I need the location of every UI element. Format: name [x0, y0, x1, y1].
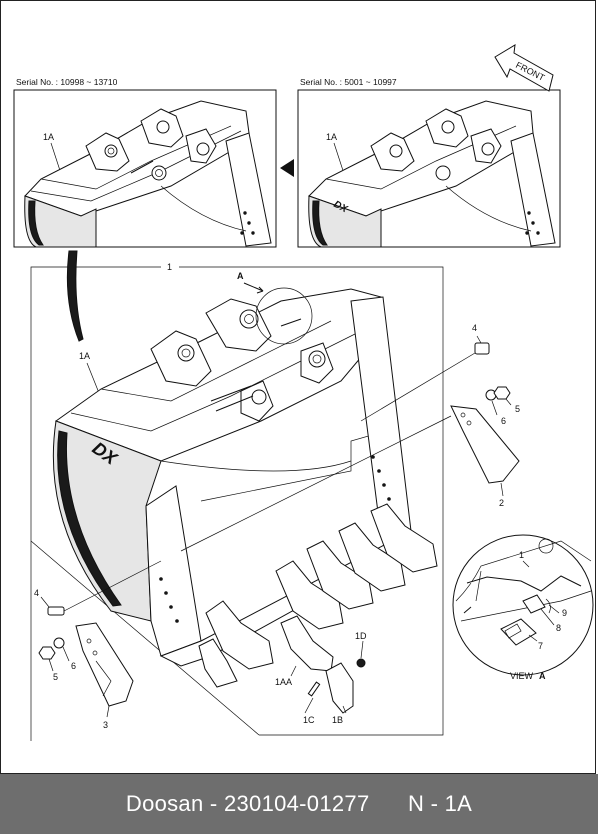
- view-a-callout-1: 1: [519, 550, 524, 560]
- callout-1aa: 1AA: [275, 677, 292, 687]
- view-a-letter: A: [539, 671, 546, 681]
- view-a-title: VIEW: [510, 671, 534, 681]
- view-a-callout-8: 8: [556, 623, 561, 633]
- view-a-item-7: [500, 618, 537, 646]
- serial-left-label: Serial No. : 10998 ~ 13710: [16, 77, 118, 87]
- tooth-point-1b: [325, 662, 354, 714]
- callout-nut-right: 5: [515, 404, 520, 414]
- callout-side-cutter-right: 2: [499, 498, 504, 508]
- callout-1b: 1B: [332, 715, 343, 725]
- callout-washer-right: 6: [501, 416, 506, 426]
- side-cutter-left: [75, 622, 134, 707]
- view-a-callout-9: 9: [562, 608, 567, 618]
- view-a-callout-7: 7: [538, 641, 543, 651]
- bucket-callout-1a: 1A: [79, 351, 90, 361]
- view-marker-a: A: [237, 271, 244, 281]
- footer-part-number: 230104-01277: [223, 791, 370, 816]
- serial-panel-right: Serial No. : 5001 ~ 10997 1A DX: [297, 77, 561, 248]
- side-cutter-right: [450, 405, 520, 484]
- nut-right: [493, 386, 511, 400]
- serial-right-label: Serial No. : 5001 ~ 10997: [300, 77, 397, 87]
- callout-left-1a: 1A: [43, 132, 54, 142]
- lock-1d: [356, 658, 366, 668]
- callout-nut-left: 5: [53, 672, 58, 682]
- callout-right-1a: 1A: [326, 132, 337, 142]
- footer-brand: Doosan: [125, 791, 204, 816]
- footer-part-bar: Doosan - 230104-01277 N - 1A: [0, 774, 598, 834]
- footer-code: N - 1A: [407, 791, 473, 816]
- parts-diagram-frame: Serial No. : 10998 ~ 13710 1A Serial No.…: [0, 0, 596, 774]
- serial-panel-left: Serial No. : 10998 ~ 13710 1A: [13, 77, 277, 248]
- callout-1d: 1D: [355, 631, 367, 641]
- bolt-right: [474, 342, 490, 355]
- callout-side-cutter-left: 3: [103, 720, 108, 730]
- washer-left: [53, 637, 65, 649]
- assembly-callout-1: 1: [167, 262, 172, 272]
- callout-1c: 1C: [303, 715, 315, 725]
- view-a-detail: 1 7 8 9 VIEW A: [452, 534, 594, 681]
- main-bucket-assembly: 1 1A DX: [30, 250, 520, 741]
- panel-pointer-triangle: [280, 159, 294, 177]
- bucket-teeth: [198, 503, 438, 688]
- bolt-left: [47, 606, 65, 616]
- callout-bolt-right: 4: [472, 323, 477, 333]
- callout-washer-left: 6: [71, 661, 76, 671]
- front-direction-arrow: FRONT: [494, 44, 554, 92]
- view-a-item-8: [522, 594, 546, 614]
- pin-1c: [307, 681, 321, 697]
- exploded-parts-diagram: Serial No. : 10998 ~ 13710 1A Serial No.…: [13, 44, 594, 741]
- callout-bolt-left: 4: [34, 588, 39, 598]
- nut-left: [38, 646, 56, 660]
